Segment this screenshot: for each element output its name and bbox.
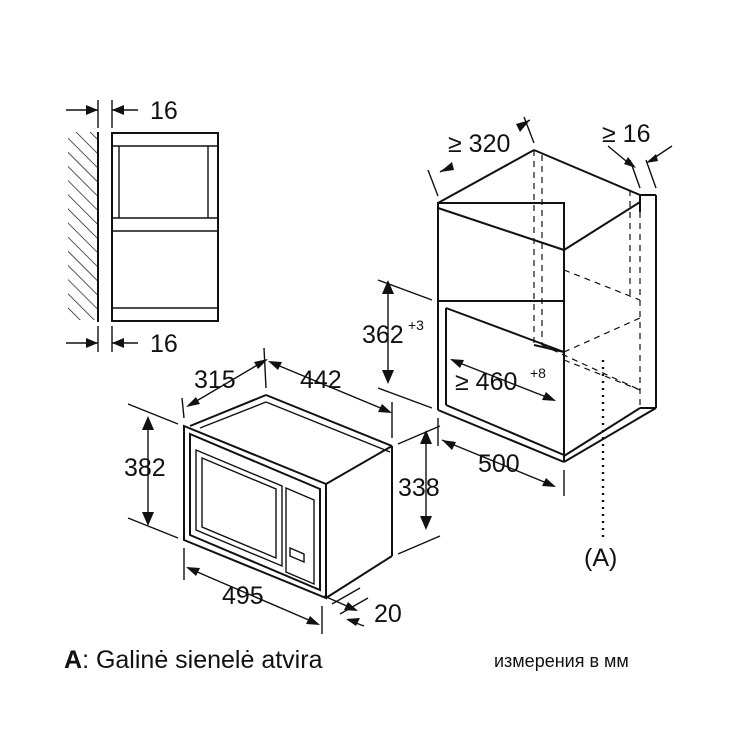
dim-niche-width-tol: +8: [530, 365, 546, 381]
dim-side-gap-top: 16: [150, 97, 178, 125]
dim-mw-frame-width: 495: [222, 582, 264, 610]
dim-mw-width: 442: [300, 366, 342, 394]
dim-mw-depth: 315: [194, 366, 236, 394]
cabinet-side-outline: [111, 132, 219, 322]
side-view: 16 16: [66, 97, 219, 358]
control-panel: [285, 486, 315, 586]
dim-mw-frame-height: 382: [124, 454, 166, 482]
caption-rear-wall: A: Galinė sienelė atvira: [64, 646, 322, 675]
dim-cab-side-gap: ≥ 16: [602, 120, 650, 148]
dim-niche-height-tol: +3: [408, 317, 424, 333]
dim-side-gap-bottom: 16: [150, 330, 178, 358]
frame-front: [183, 424, 327, 600]
dim-niche-depth: 500: [478, 450, 520, 478]
door-window: [195, 448, 283, 568]
label-rear-open: (A): [584, 544, 617, 572]
cabinet-niche: (A) ≥ 320 ≥ 16 362 +3 ≥ 460 +8: [362, 116, 673, 572]
dim-cab-depth: ≥ 320: [448, 130, 510, 158]
caption-units: измерения в мм: [494, 651, 629, 671]
upper-box-front: [437, 202, 565, 302]
caption-text: : Galinė sienelė atvira: [82, 646, 323, 674]
display-icon: [289, 546, 305, 564]
wall-hatch: [68, 132, 98, 320]
dim-niche-height: 362: [362, 321, 404, 349]
caption-key: A: [64, 646, 83, 674]
dim-niche-width: ≥ 460: [455, 368, 517, 396]
dim-mw-body-height: 338: [398, 474, 440, 502]
microwave: 315 442 382 338 495 20: [124, 347, 441, 634]
dim-mw-frame-depth: 20: [374, 600, 402, 628]
